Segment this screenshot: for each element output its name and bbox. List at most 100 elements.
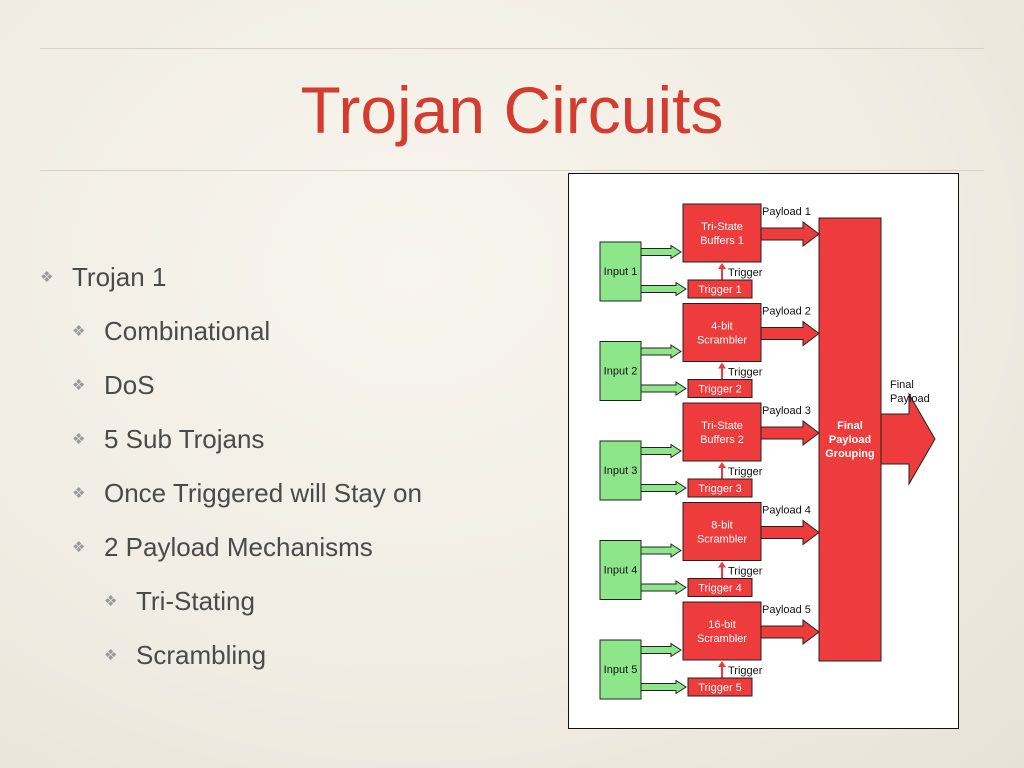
trigger-box xyxy=(687,279,753,299)
trigger-box xyxy=(687,677,753,697)
input-to-trigger-arrow xyxy=(640,480,687,496)
trigger-label: Trigger 4 xyxy=(698,583,742,595)
block-label: Tri-State xyxy=(701,221,743,233)
payload-block xyxy=(682,203,762,263)
input-box xyxy=(599,440,642,501)
bullet-text: DoS xyxy=(104,369,155,400)
trigger-arrow-label: Trigger xyxy=(728,466,763,478)
trigger-arrow-head xyxy=(718,263,726,269)
bullet-item: ❖ Combinational xyxy=(72,314,270,348)
bullet-item: ❖ Scrambling xyxy=(104,638,266,672)
payload-label: Payload 3 xyxy=(762,405,811,417)
input-to-block-arrow xyxy=(640,443,682,459)
grouping-label: Grouping xyxy=(825,448,875,460)
trigger-label: Trigger 5 xyxy=(698,682,742,694)
bullet-item: ❖ 5 Sub Trojans xyxy=(72,422,264,456)
diamond-ornament-icon: ❖ xyxy=(40,269,54,286)
payload-arrow xyxy=(760,221,820,247)
input-to-trigger-arrow xyxy=(640,381,687,396)
input-to-block-arrow xyxy=(640,244,682,260)
input-box xyxy=(599,639,642,700)
payload-block xyxy=(682,402,762,462)
input-box xyxy=(599,341,642,401)
output-label: Payload xyxy=(890,393,930,405)
bullet-item: ❖ Trojan 1 xyxy=(40,260,166,294)
payload-block xyxy=(682,601,762,661)
bullet-text: Tri-Stating xyxy=(136,585,255,616)
trigger-box xyxy=(687,478,753,498)
trigger-box xyxy=(687,379,753,398)
block-label: 16-bit xyxy=(708,619,736,631)
bullet-item: ❖ DoS xyxy=(72,368,155,402)
bullet-text: 2 Payload Mechanisms xyxy=(104,531,373,562)
trigger-arrow-label: Trigger xyxy=(728,566,763,578)
input-label: Input 4 xyxy=(604,565,638,577)
trigger-arrow-head xyxy=(718,561,726,568)
output-label: Final xyxy=(890,379,914,391)
bullet-item: ❖ Once Triggered will Stay on xyxy=(72,476,422,510)
payload-arrow xyxy=(760,619,820,645)
input-label: Input 1 xyxy=(604,266,638,278)
block-label: Scrambler xyxy=(697,534,747,546)
bullet-text: Combinational xyxy=(104,315,271,346)
input-to-trigger-arrow xyxy=(640,580,687,595)
bullet-text: Trojan 1 xyxy=(72,261,167,292)
payload-arrow xyxy=(760,420,820,446)
trigger-label: Trigger 1 xyxy=(698,284,742,296)
trigger-label: Trigger 2 xyxy=(698,384,742,396)
block-label: 8-bit xyxy=(711,520,732,532)
trigger-arrow-head xyxy=(718,462,726,468)
payload-arrow xyxy=(760,519,820,546)
input-box xyxy=(599,241,642,302)
diamond-ornament-icon: ❖ xyxy=(72,431,86,448)
block-label: 4-bit xyxy=(711,321,732,333)
diamond-ornament-icon: ❖ xyxy=(104,593,118,610)
payload-label: Payload 4 xyxy=(762,505,811,517)
trigger-label: Trigger 3 xyxy=(698,483,742,495)
block-label: Buffers 2 xyxy=(700,434,744,446)
diamond-ornament-icon: ❖ xyxy=(72,377,86,394)
input-box xyxy=(599,540,642,600)
trigger-arrow-label: Trigger xyxy=(728,367,763,379)
block-label: Buffers 1 xyxy=(700,235,744,247)
grouping-label: Payload xyxy=(829,434,871,446)
bullet-text: 5 Sub Trojans xyxy=(104,423,265,454)
diamond-ornament-icon: ❖ xyxy=(72,539,86,556)
payload-block xyxy=(682,303,762,362)
trigger-arrow-head xyxy=(718,362,726,369)
payload-label: Payload 1 xyxy=(762,206,811,218)
input-to-block-arrow xyxy=(640,543,682,558)
bullet-text: Scrambling xyxy=(136,639,267,670)
bullet-item: ❖ 2 Payload Mechanisms xyxy=(72,530,373,564)
top-divider xyxy=(40,48,984,49)
input-to-trigger-arrow xyxy=(640,281,687,297)
diamond-ornament-icon: ❖ xyxy=(72,323,86,340)
block-label: Scrambler xyxy=(697,633,747,645)
input-to-block-arrow xyxy=(640,642,682,658)
input-to-trigger-arrow xyxy=(640,679,687,695)
title-divider xyxy=(40,170,984,171)
trigger-arrow-head xyxy=(718,661,726,667)
slide-title: Trojan Circuits xyxy=(300,73,724,147)
diamond-ornament-icon: ❖ xyxy=(72,485,86,502)
trigger-arrow-label: Trigger xyxy=(728,267,763,279)
bullet-item: ❖ Tri-Stating xyxy=(104,584,255,618)
input-label: Input 2 xyxy=(604,366,638,378)
input-label: Input 3 xyxy=(604,465,638,477)
payload-label: Payload 5 xyxy=(762,604,811,616)
payload-arrow xyxy=(760,320,820,347)
final-payload-grouping-block xyxy=(818,217,882,662)
trigger-arrow-label: Trigger xyxy=(728,665,763,677)
payload-label: Payload 2 xyxy=(762,306,811,318)
block-label: Scrambler xyxy=(697,335,747,347)
input-label: Input 5 xyxy=(604,664,638,676)
bullet-text: Once Triggered will Stay on xyxy=(104,477,422,508)
grouping-label: Final xyxy=(837,420,863,432)
block-label: Tri-State xyxy=(701,420,743,432)
input-to-block-arrow xyxy=(640,344,682,359)
trigger-box xyxy=(687,578,753,597)
diamond-ornament-icon: ❖ xyxy=(104,647,118,664)
payload-block xyxy=(682,502,762,561)
